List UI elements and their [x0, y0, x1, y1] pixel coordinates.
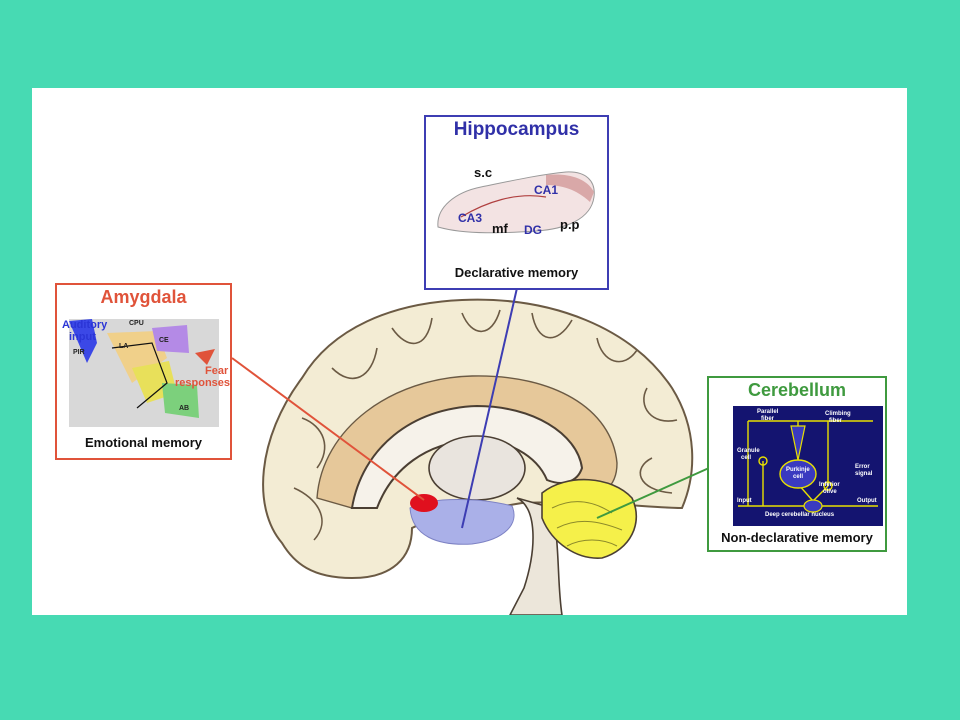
hippocampus-box: Hippocampus s.c CA1 CA3 mf DG p.p Declar… — [424, 115, 609, 290]
amygdala-box: Amygdala Auditory input CPU PIR LA CE AB… — [55, 283, 232, 460]
label-purkinje-2: cell — [793, 474, 804, 480]
label-deep-nucleus: Deep cerebellar nucleus — [765, 512, 835, 518]
label-auditory-2: input — [69, 331, 96, 343]
brain-illustration — [231, 287, 710, 615]
amygdala-diagram — [69, 319, 219, 427]
cerebellum-caption: Non-declarative memory — [721, 530, 873, 545]
thalamus — [428, 435, 526, 501]
label-granule-2: cell — [741, 455, 752, 461]
label-ce: CE — [159, 337, 169, 344]
hippocampus-region — [409, 499, 515, 545]
label-cpu: CPU — [129, 320, 144, 327]
amygdala-title: Amygdala — [100, 287, 187, 307]
amygdala-caption: Emotional memory — [84, 435, 203, 450]
label-fear-2: responses — [175, 377, 231, 389]
label-parallel-2: fiber — [761, 416, 775, 422]
cerebellum-box: Cerebellum Parallel fiber Climbing fi — [707, 376, 887, 552]
slide-canvas: Hippocampus s.c CA1 CA3 mf DG p.p Declar… — [32, 88, 907, 615]
label-fear-1: Fear — [205, 365, 229, 377]
hippocampus-connector — [461, 287, 518, 529]
label-sc: s.c — [474, 165, 493, 180]
hippocampus-title: Hippocampus — [453, 119, 580, 140]
label-error-1: Error — [855, 464, 870, 470]
label-olive-1: Inferior — [819, 482, 840, 488]
label-parallel-1: Parallel — [757, 409, 779, 415]
label-climbing-2: fiber — [829, 418, 843, 424]
cerebellum-connector — [596, 467, 710, 519]
label-climbing-1: Climbing — [825, 411, 851, 417]
cerebellum-circuit — [733, 406, 883, 526]
cerebellum-folia — [551, 501, 623, 547]
amygdala-connector — [231, 357, 425, 501]
label-mf: mf — [492, 221, 508, 236]
hippocampus-diagram — [437, 171, 595, 234]
label-granule-1: Granule — [737, 448, 760, 454]
label-input: Input — [737, 498, 752, 504]
cerebellum-title: Cerebellum — [747, 380, 847, 400]
hippocampus-caption: Declarative memory — [454, 265, 579, 280]
label-ab: AB — [179, 405, 190, 412]
label-pp: p.p — [560, 217, 580, 232]
label-purkinje-1: Purkinje — [786, 467, 810, 473]
cerebellum-region — [541, 478, 637, 559]
label-ca3: CA3 — [458, 211, 483, 225]
amygdala-region — [410, 494, 438, 512]
label-pir: PIR — [73, 349, 85, 356]
label-dg: DG — [524, 223, 542, 237]
label-olive-2: olive — [823, 489, 837, 495]
label-error-2: signal — [855, 471, 873, 477]
label-la: LA — [119, 343, 129, 350]
label-ca1: CA1 — [534, 183, 559, 197]
gyri-lines — [293, 309, 678, 541]
label-auditory-1: Auditory — [62, 319, 108, 331]
label-output: Output — [857, 498, 877, 504]
